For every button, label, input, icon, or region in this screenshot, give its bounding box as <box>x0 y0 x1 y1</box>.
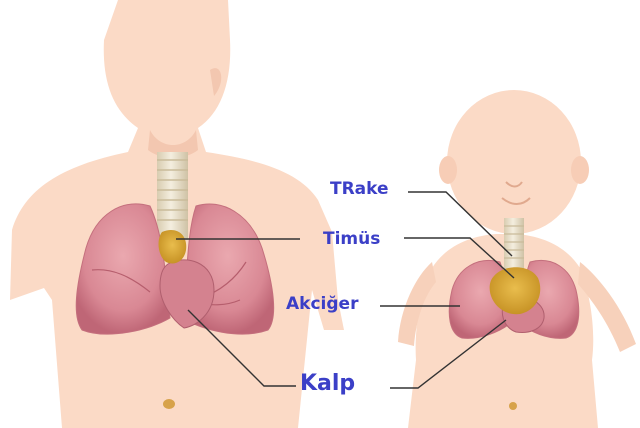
adult-figure <box>10 0 344 428</box>
child-figure <box>398 90 636 428</box>
adult-thymus <box>159 230 187 263</box>
thymus-label: Timüs <box>323 229 380 249</box>
heart-label: Kalp <box>300 371 355 396</box>
lung-label: Akciğer <box>286 294 358 314</box>
child-left-ear <box>439 156 457 184</box>
child-navel <box>509 402 517 410</box>
child-right-ear <box>571 156 589 184</box>
adult-navel <box>163 399 175 409</box>
trachea-label: TRake <box>330 179 389 199</box>
adult-trachea <box>157 152 188 240</box>
